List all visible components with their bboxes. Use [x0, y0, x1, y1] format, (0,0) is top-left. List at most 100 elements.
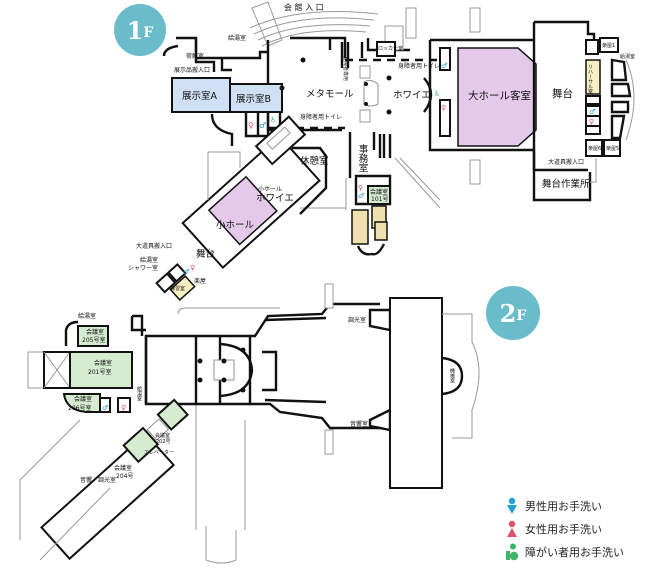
storage-room — [351, 209, 369, 245]
first-floor-badge: 1 F — [114, 4, 166, 56]
meeting-101-num: 101号 — [371, 196, 388, 203]
first-floor-number: 1 — [126, 15, 144, 45]
large-hall-seating[interactable] — [457, 47, 537, 147]
male-toilet-icon: ♂ — [259, 121, 266, 130]
meeting-201-name: 会議室 — [94, 359, 112, 367]
legend-female-label: 女性用お手洗い — [525, 523, 602, 536]
shower-label: シャワー室 — [128, 264, 158, 272]
dressing-1-label: 楽屋1 — [602, 42, 615, 49]
balcony — [439, 47, 451, 71]
meeting-206-name: 会議室 — [74, 395, 92, 403]
meeting-room-205[interactable] — [77, 325, 109, 347]
dressing-5-label: 楽屋5 — [606, 145, 619, 152]
entrance-label: 会 館 入 口 — [284, 2, 324, 12]
meeting-101-name: 会議室 — [370, 188, 388, 196]
toilet-legend: 男性用お手洗い 女性用お手洗い 障がい者用お手洗い — [505, 496, 624, 565]
dressing-room-5[interactable] — [603, 139, 621, 157]
light-room-label: 調光室 — [348, 316, 366, 324]
legend-accessible-label: 障がい者用お手洗い — [525, 546, 624, 559]
kitchenette-right-label: 給湯室 — [620, 53, 635, 60]
accessible-toilet-icon: ♿ — [270, 116, 276, 124]
exhibition-room-a[interactable] — [171, 77, 231, 113]
meeting-room-201[interactable] — [69, 351, 133, 389]
meeting-room-204[interactable] — [122, 426, 160, 464]
meeting-204-num: 204号 — [116, 473, 133, 480]
rehearsal-room[interactable] — [585, 59, 601, 95]
sound-light-label-1: 音響・調光室 — [80, 476, 116, 484]
male-toilet-icon: ♂ — [102, 404, 108, 412]
small-foyer-label: ホワイエ — [256, 193, 294, 204]
male-toilet-icon: ♂ — [441, 62, 447, 70]
locker-label: ロッカー室 — [378, 45, 403, 52]
stage-workshop-label: 舞台作業所 — [542, 178, 590, 190]
second-floor-number: 2 — [499, 298, 517, 328]
dressing-6-label: 楽屋6 — [588, 145, 601, 152]
first-floor-unit: F — [143, 25, 154, 41]
exhibit-entrance-label: 展示品搬入口 — [174, 66, 210, 74]
locker-room — [376, 41, 396, 57]
lounge-label: 休憩室 — [300, 155, 329, 167]
exhibition-a-label: 展示室A — [182, 90, 218, 102]
legend-male-label: 男性用お手洗い — [525, 500, 602, 513]
small-props-entrance-label: 大道具搬入口 — [136, 242, 172, 250]
female-toilet-icon: ♀ — [358, 184, 363, 192]
female-toilet-icon: ♀ — [121, 404, 126, 412]
small-dressing-label: 楽屋 — [194, 277, 206, 285]
practice-room[interactable] — [169, 275, 196, 301]
male-toilet-icon: ♂ — [589, 108, 595, 116]
kitchenette-label: 給湯室 — [228, 34, 246, 42]
meeting-201-num: 201号室 — [88, 368, 111, 376]
small-kitchenette-label: 給湯室 — [140, 256, 158, 264]
first-floor-plan: 会 館 入 口 展示室A 展示室B 荷解室 展示品搬入口 給湯室 ♀ ♂ ♿ 身… — [128, 1, 635, 301]
dressing-room-1[interactable] — [599, 37, 619, 53]
male-toilet-icon — [507, 497, 517, 514]
second-floor-badge: 2 F — [486, 286, 540, 340]
practice-room-label: 練習室 — [170, 285, 185, 292]
small-stage-label: 舞台 — [196, 248, 215, 260]
exhibition-room-b[interactable] — [229, 83, 283, 113]
small-hall[interactable] — [207, 175, 278, 246]
elevator-label: エレベーター — [144, 449, 174, 456]
rehearsal-label: リハーサル室 — [587, 64, 593, 94]
accessible-toilet-left-label: 身障者用トイレ — [300, 113, 342, 121]
female-toilet-icon: ♀ — [589, 118, 594, 126]
stage-block — [389, 297, 443, 489]
second-floor-plan: 調光室 音響室 機械室 会議室 201号室 会議室 205号室 会議室 206号… — [19, 283, 480, 564]
female-toilet-icon: ♀ — [248, 121, 254, 130]
accessible-parking-label: 身障者専用 — [342, 56, 349, 81]
male-toilet-icon: ♂ — [183, 268, 189, 276]
props-entrance-label: 大道具搬入口 — [548, 158, 584, 166]
stairs — [405, 7, 417, 39]
meeting-room-206[interactable] — [62, 393, 101, 413]
accessible-toilet-icon — [506, 543, 519, 561]
second-floor-unit: F — [516, 308, 527, 324]
female-toilet-icon: ♀ — [441, 104, 446, 112]
legend-item-male: 男性用お手洗い — [505, 496, 624, 516]
female-toilet-icon: ♀ — [190, 264, 195, 272]
sound-room-label: 音響室 — [350, 420, 368, 428]
meeting-202-name: 会議室 — [155, 432, 170, 439]
exhibition-b-label: 展示室B — [236, 93, 271, 105]
meeting-206-num: 206号室 — [68, 404, 91, 412]
female-toilet-icon — [507, 520, 517, 537]
meeting-room-202[interactable] — [156, 398, 189, 431]
kitchenette-2f-top-label: 給湯室 — [78, 312, 96, 320]
storage-room — [374, 221, 388, 241]
male-toilet-icon: ♂ — [358, 192, 364, 200]
small-foyer-top-label: 小ホール — [258, 185, 282, 193]
foyer-label: ホワイエ — [393, 90, 431, 101]
dressing-room-6[interactable] — [585, 139, 603, 157]
office-label: 事務室 — [357, 143, 369, 172]
metamall-label: メタモール — [306, 89, 354, 100]
accessible-toilet-icon: ♿ — [434, 90, 440, 98]
meeting-204-name: 会議室 — [114, 464, 132, 472]
accessible-toilet-right-label: 身障者用トイレ — [398, 62, 440, 70]
small-hall-label: 小ホール — [216, 220, 255, 231]
stage-label: 舞台 — [552, 87, 573, 100]
meeting-room-101[interactable] — [367, 185, 391, 205]
large-hall-label: 大ホール客室 — [468, 89, 531, 102]
machine-room-label: 機械室 — [449, 367, 455, 383]
meeting-205-num: 205号室 — [82, 336, 105, 344]
balcony — [439, 99, 451, 137]
meeting-202-num: 202号 — [156, 439, 171, 445]
